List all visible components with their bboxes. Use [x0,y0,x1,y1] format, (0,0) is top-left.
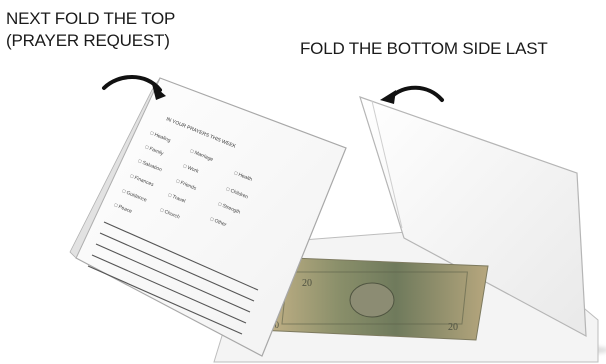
svg-text:20: 20 [448,322,458,333]
curved-arrow-icon [104,77,166,100]
svg-text:20: 20 [302,278,312,289]
bill-portrait [350,283,394,317]
curved-arrow-icon [380,88,442,104]
